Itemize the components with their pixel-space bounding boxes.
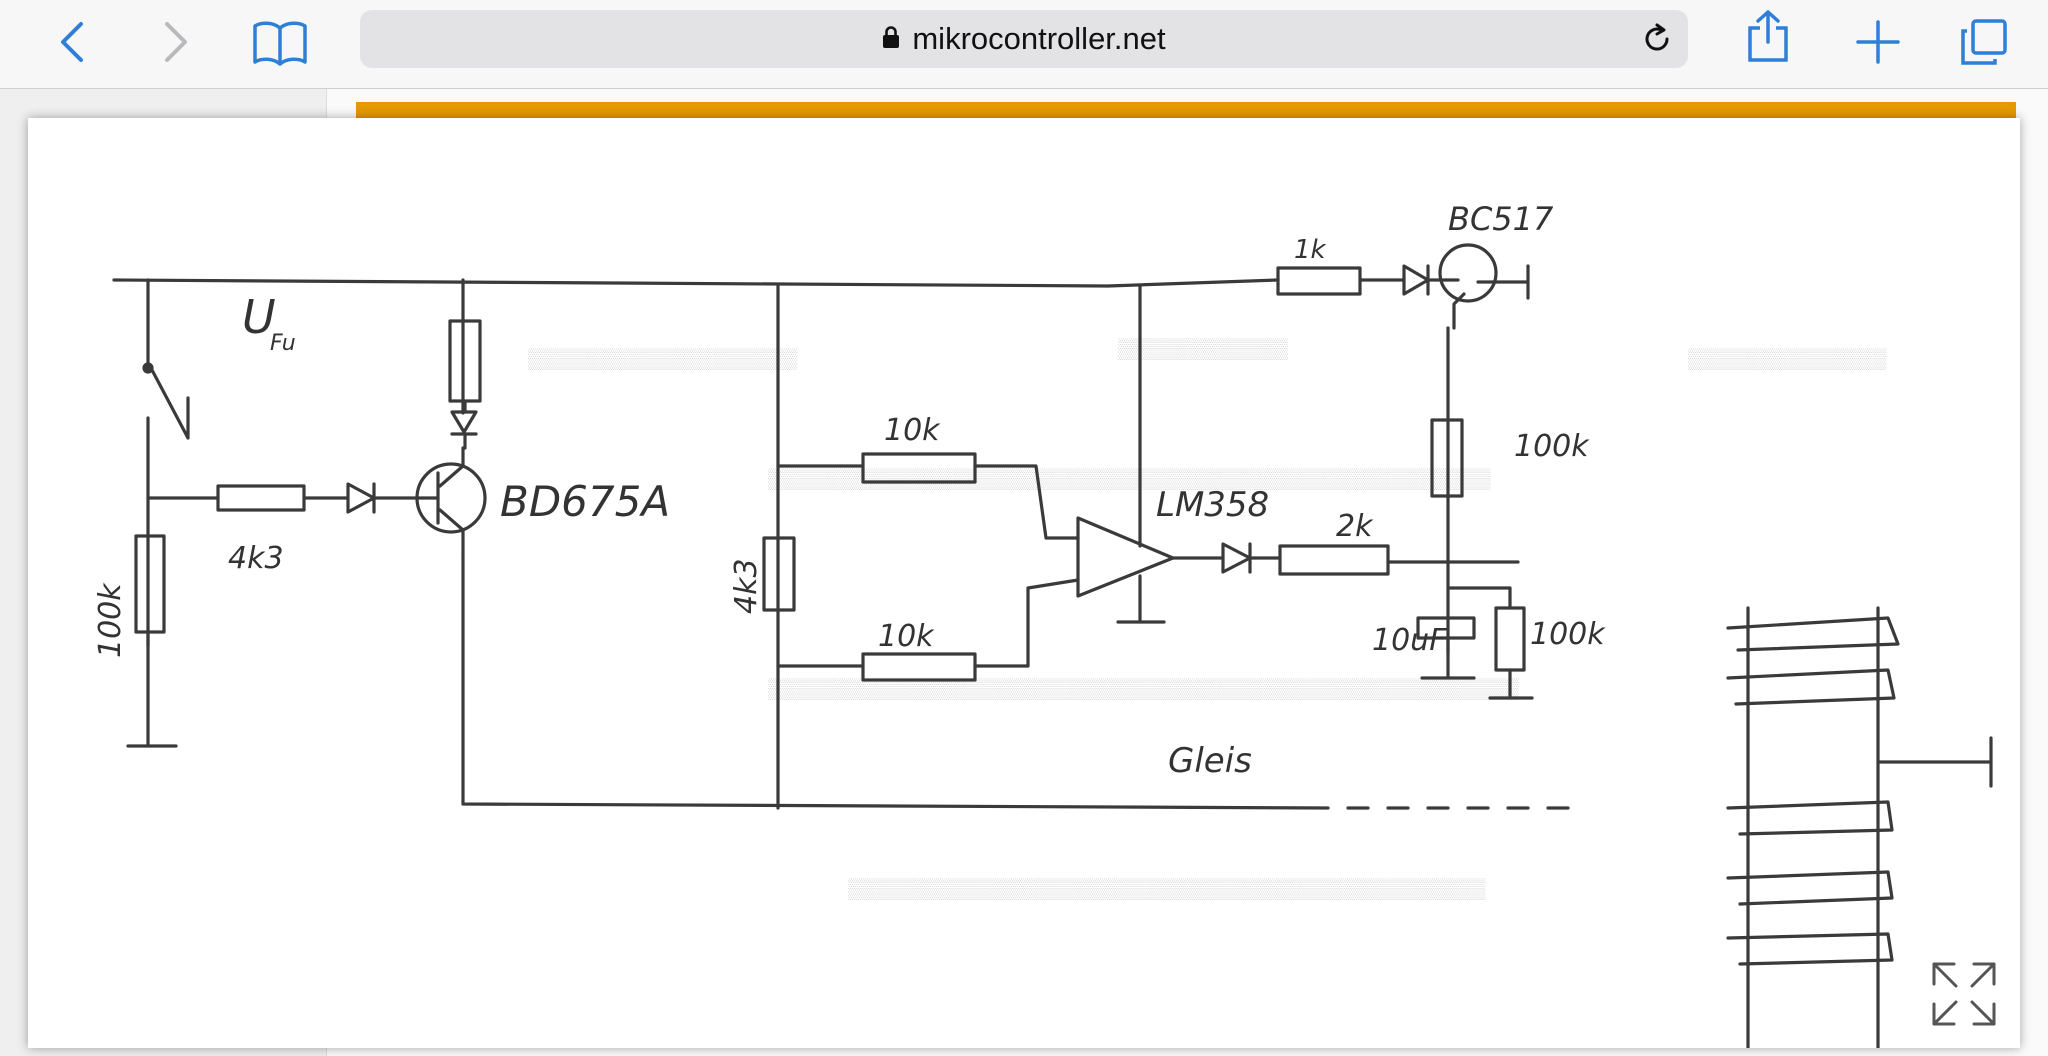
label-vfu: U xyxy=(242,290,276,344)
top-rail-wire xyxy=(112,278,1110,288)
reload-icon xyxy=(1645,23,1669,51)
book-icon xyxy=(253,21,307,66)
label-vfu-sub: Fu xyxy=(270,331,296,356)
back-button[interactable] xyxy=(44,14,100,70)
label-10k-bottom: 10k xyxy=(878,619,935,654)
label-bd675a: BD675A xyxy=(500,477,670,526)
forward-button[interactable] xyxy=(148,14,204,70)
label-gleis: Gleis xyxy=(1168,741,1252,781)
gleis-track xyxy=(1746,606,1993,1048)
address-bar[interactable]: mikrocontroller.net xyxy=(360,10,1688,68)
ghost-block: ▒▒▒▒▒▒▒▒▒▒▒▒ xyxy=(1118,338,1289,360)
lock-icon xyxy=(882,21,900,57)
resistor-10k-top xyxy=(861,452,977,484)
label-2k: 2k xyxy=(1336,509,1374,544)
label-1k: 1k xyxy=(1294,235,1327,265)
background-banner xyxy=(356,102,2016,122)
resistor-4k3-left xyxy=(216,484,306,512)
opamp-lm358 xyxy=(1076,516,1175,598)
new-tab-button[interactable] xyxy=(1850,14,1906,70)
label-100k-right: 100k xyxy=(1530,617,1606,652)
image-viewer: ▒▒▒▒▒▒▒▒▒▒▒▒▒▒▒▒▒▒▒ ▒▒▒▒▒▒▒▒▒▒▒▒ ▒▒▒▒▒▒▒… xyxy=(28,118,2020,1048)
share-button[interactable] xyxy=(1740,8,1796,64)
capacitor-10uf xyxy=(1416,616,1476,640)
expand-button[interactable] xyxy=(1928,958,2000,1030)
tabs-button[interactable] xyxy=(1956,14,2012,70)
ghost-block: ▒▒▒▒▒▒▒▒▒▒▒▒▒▒▒▒▒▒▒▒▒▒▒▒▒▒▒▒▒▒▒▒▒▒▒▒▒▒▒▒… xyxy=(848,878,1486,900)
plus-icon xyxy=(1856,20,1900,64)
address-url: mikrocontroller.net xyxy=(912,21,1166,56)
label-100k-top: 100k xyxy=(1514,429,1590,464)
resistor-100k-top xyxy=(1430,418,1464,498)
tabs-icon xyxy=(1961,19,2007,65)
label-4k3-mid: 4k3 xyxy=(729,558,764,614)
browser-toolbar: mikrocontroller.net xyxy=(0,0,2048,89)
ghost-block: ▒▒▒▒▒▒▒▒▒▒▒▒▒▒▒▒▒▒▒▒▒▒▒▒▒▒▒▒▒▒▒▒▒▒▒▒▒▒▒▒… xyxy=(768,468,1491,490)
resistor-100k-left xyxy=(134,534,166,634)
circuit-schematic: U Fu 4k3 100k BD675A 4k3 10k 10k LM358 2… xyxy=(93,200,1993,1048)
resistor-10k-bottom xyxy=(861,652,977,682)
ghost-block: ▒▒▒▒▒▒▒▒▒▒▒▒▒▒ xyxy=(1688,348,1887,370)
chevron-right-icon xyxy=(165,22,187,62)
reload-button[interactable] xyxy=(1640,22,1674,56)
resistor-collector xyxy=(448,319,482,403)
resistor-2k xyxy=(1278,544,1390,576)
expand-icon xyxy=(1932,962,1996,1026)
ghost-block: ▒▒▒▒▒▒▒▒▒▒▒▒▒▒▒▒▒▒▒▒▒▒▒▒▒▒▒▒▒▒▒▒▒▒▒▒▒▒▒▒… xyxy=(768,678,1520,700)
label-10k-top: 10k xyxy=(884,413,941,448)
label-lm358: LM358 xyxy=(1156,485,1269,525)
share-icon xyxy=(1748,10,1788,62)
resistor-100k-right xyxy=(1494,606,1526,672)
bottom-rail-wire xyxy=(461,556,1330,810)
bookmarks-button[interactable] xyxy=(248,14,312,70)
label-10uf: 10uF xyxy=(1372,623,1447,658)
label-bc517: BC517 xyxy=(1448,200,1554,238)
ghost-block: ▒▒▒▒▒▒▒▒▒▒▒▒▒▒▒▒▒▒▒ xyxy=(528,348,798,370)
label-100k-left: 100k xyxy=(93,582,128,658)
transistor-bc517 xyxy=(1438,243,1498,303)
resistor-1k xyxy=(1276,266,1362,296)
resistor-4k3-mid xyxy=(762,536,796,612)
chevron-left-icon xyxy=(61,22,83,62)
label-4k3-left: 4k3 xyxy=(228,541,284,576)
